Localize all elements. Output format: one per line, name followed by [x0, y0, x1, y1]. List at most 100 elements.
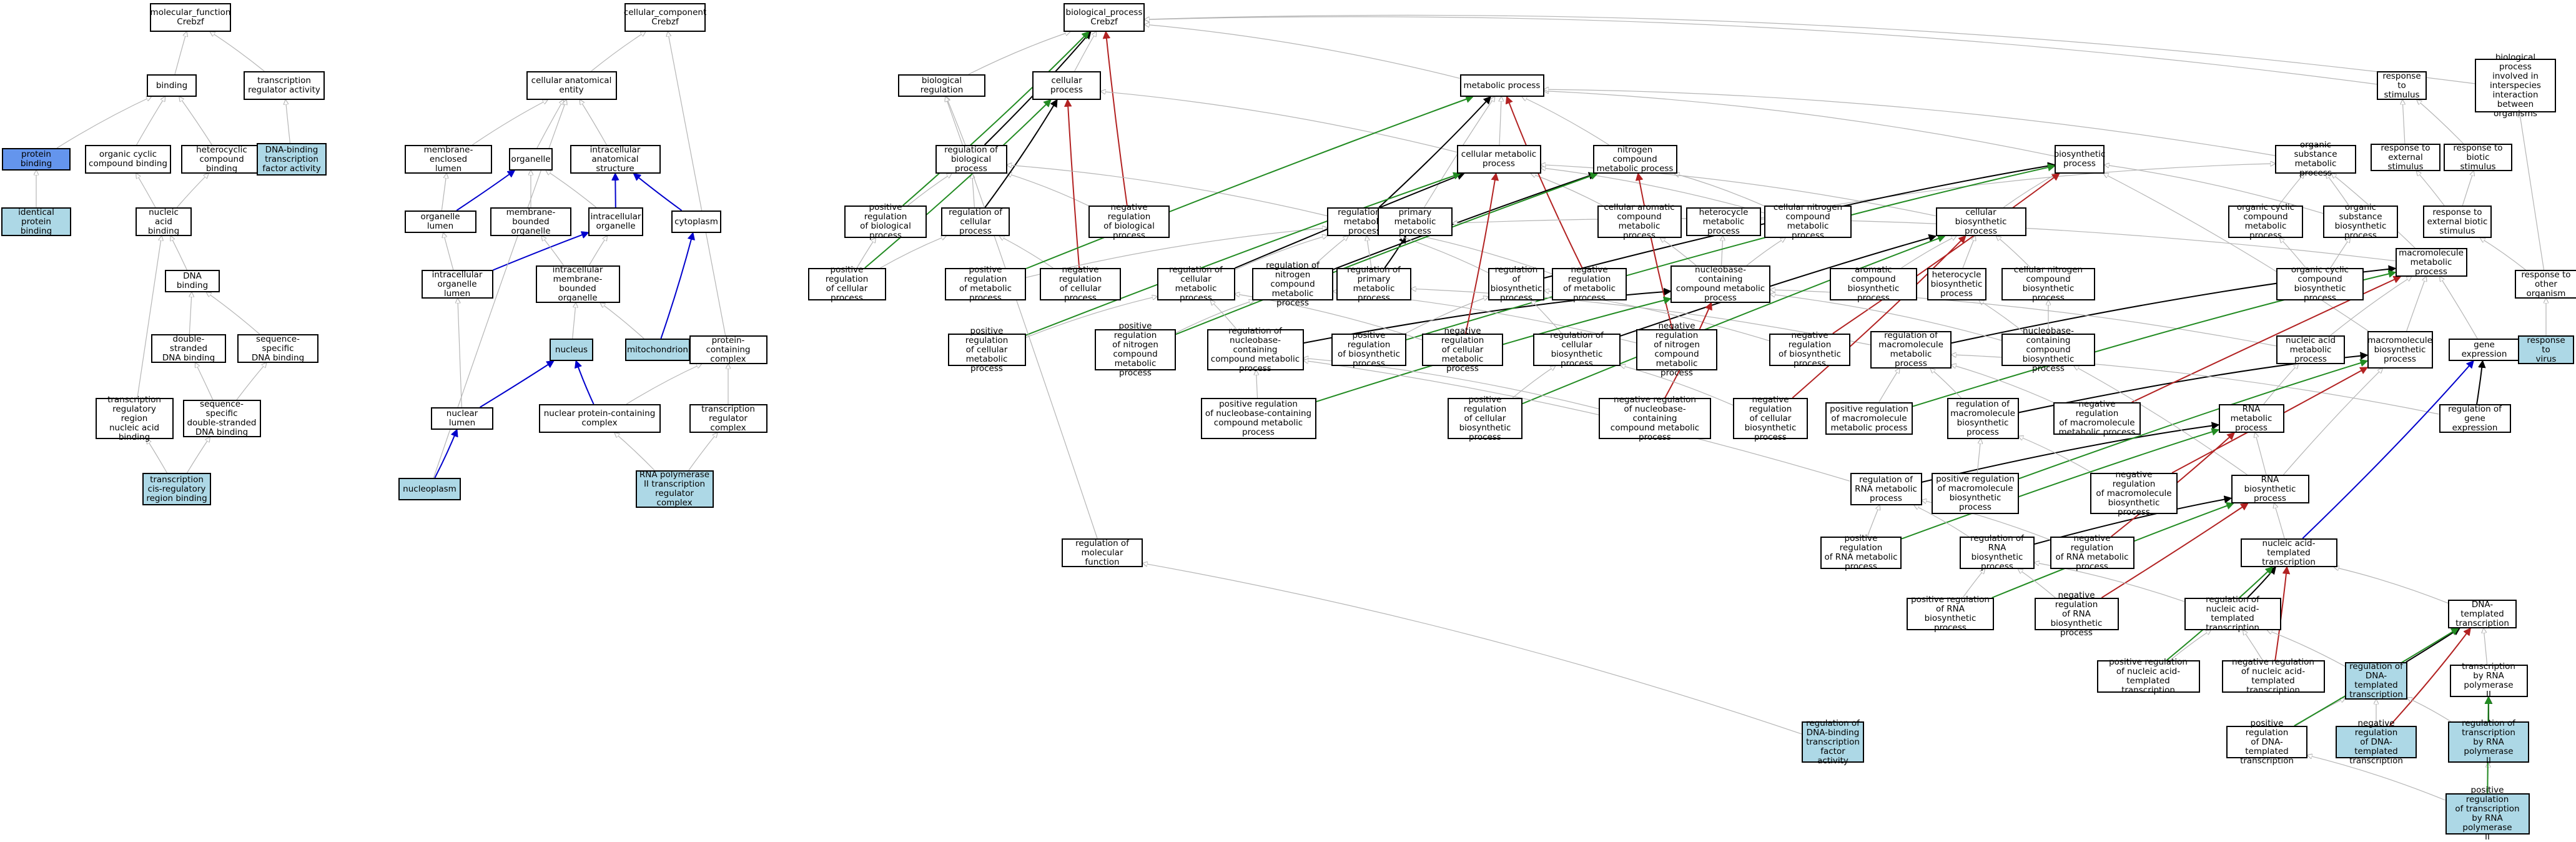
go-term-dna-binding-tf[interactable]: DNA-binding transcription factor activit…	[257, 143, 327, 176]
go-term-neg-reg-macromolecule-biosynthetic[interactable]: negative regulation of macromolecule bio…	[2090, 470, 2178, 517]
go-term-pos-reg-metabolic[interactable]: positive regulation of metabolic process	[945, 265, 1026, 303]
go-term-cis-reg-binding[interactable]: transcription cis-regulatory region bind…	[142, 473, 211, 505]
go-term-pos-reg-macromolecule-biosynthetic[interactable]: positive regulation of macromolecule bio…	[1932, 473, 2019, 514]
go-term-bio-reg[interactable]: biological regulation	[898, 74, 985, 97]
go-term-cellular-biosynthetic[interactable]: cellular biosynthetic process	[1935, 207, 2026, 236]
go-term-metabolic-process[interactable]: metabolic process	[1459, 74, 1544, 97]
go-term-macromolecule-metabolic[interactable]: macromolecule metabolic process	[2395, 248, 2467, 277]
go-term-pos-reg-nitrogen[interactable]: positive regulation of nitrogen compound…	[1095, 322, 1176, 378]
go-term-reg-transcription-rnap2[interactable]: regulation of transcription by RNA polym…	[2448, 718, 2529, 765]
go-term-intracellular-org-lumen[interactable]: intracellular organelle lumen	[421, 270, 493, 299]
go-term-pos-reg-rna-biosynthetic[interactable]: positive regulation of RNA biosynthetic …	[1907, 595, 1994, 633]
go-term-pos-reg-macromolecule-metabolic[interactable]: positive regulation of macromolecule met…	[1825, 402, 1913, 435]
go-term-neg-reg-dna-templated[interactable]: negative regulation of DNA-templated tra…	[2336, 718, 2417, 765]
go-term-cell-arom-metabolic[interactable]: cellular aromatic compound metabolic pro…	[1597, 203, 1682, 240]
go-term-reg-rna-metabolic[interactable]: regulation of RNA metabolic process	[1850, 473, 1922, 505]
go-term-organic-cyclic-biosynthetic[interactable]: organic cyclic compound biosynthetic pro…	[2276, 265, 2364, 303]
go-term-reg-gene-expression[interactable]: regulation of gene expression	[2439, 404, 2511, 433]
go-term-seq-ds-dna-binding[interactable]: sequence-specific double-stranded DNA bi…	[182, 400, 261, 437]
go-term-identical-protein-binding[interactable]: identical protein binding	[1, 207, 71, 236]
go-term-organic-subst-metabolic[interactable]: organic substance metabolic process	[2275, 141, 2356, 178]
go-term-biosynthetic[interactable]: biosynthetic process	[2054, 145, 2105, 174]
go-term-neg-reg-bio-process[interactable]: negative regulation of biological proces…	[1088, 203, 1170, 240]
go-term-arom-biosynthetic[interactable]: aromatic compound biosynthetic process	[1830, 265, 1917, 303]
go-term-response-stimulus[interactable]: response to stimulus	[2377, 71, 2427, 100]
go-term-nucleobase-metabolic[interactable]: nucleobase-containing compound metabolic…	[1670, 265, 1770, 303]
go-term-pos-reg-na-templated[interactable]: positive regulation of nucleic acid-temp…	[2096, 658, 2200, 695]
go-term-cytoplasm[interactable]: cytoplasm	[671, 210, 721, 233]
go-term-nucleic-acid-metabolic[interactable]: nucleic acid metabolic process	[2276, 335, 2345, 364]
go-term-reg-bio-process[interactable]: regulation of biological process	[935, 145, 1007, 174]
go-term-reg-macromolecule-metabolic[interactable]: regulation of macromolecule metabolic pr…	[1870, 331, 1952, 369]
go-term-pos-reg-bio-process[interactable]: positive regulation of biological proces…	[844, 203, 927, 240]
go-term-protein-containing-complex[interactable]: protein-containing complex	[689, 335, 767, 364]
go-term-macromolecule-biosynthetic[interactable]: macromolecule biosynthetic process	[2367, 331, 2433, 369]
go-term-cell-anat-entity[interactable]: cellular anatomical entity	[526, 71, 617, 100]
go-term-reg-molecular-function[interactable]: regulation of molecular function	[1062, 538, 1143, 567]
go-term-reg-biosynthetic[interactable]: regulation of biosynthetic process	[1488, 265, 1544, 303]
go-term-gene-expression[interactable]: gene expression	[2448, 339, 2520, 361]
go-term-pos-reg-nucleobase[interactable]: positive regulation of nucleobase-contai…	[1200, 398, 1316, 439]
go-term-pos-reg-transcription-rnap2[interactable]: positive regulation of transcription by …	[2445, 786, 2530, 842]
go-term-transcription-rnap2[interactable]: transcription by RNA polymerase II	[2449, 662, 2528, 700]
go-term-heterocycle-metabolic[interactable]: heterocycle metabolic process	[1686, 207, 1761, 236]
go-term-neg-reg-cellular-process[interactable]: negative regulation of cellular process	[1040, 265, 1121, 303]
go-term-cellular-metabolic[interactable]: cellular metabolic process	[1456, 145, 1541, 174]
go-term-intracellular-org[interactable]: intracellular organelle	[588, 207, 643, 236]
go-term-neg-reg-biosynthetic[interactable]: negative regulation of biosynthetic proc…	[1769, 331, 1850, 369]
go-term-ds-dna-binding[interactable]: double-stranded DNA binding	[151, 334, 226, 363]
go-term-cell-nitrogen-metabolic[interactable]: cellular nitrogen compound metabolic pro…	[1764, 203, 1852, 240]
go-term-nucleoplasm[interactable]: nucleoplasm	[398, 478, 461, 500]
go-term-response-ext-stim[interactable]: response to external stimulus	[2371, 143, 2440, 171]
go-term-membrane-lumen[interactable]: membrane-enclosed lumen	[405, 145, 492, 174]
go-term-neg-reg-nitrogen[interactable]: negative regulation of nitrogen compound…	[1636, 322, 1717, 378]
go-term-response-virus[interactable]: response to virus	[2518, 335, 2574, 364]
go-term-reg-primary-metabolic[interactable]: regulation of primary metabolic process	[1336, 265, 1411, 303]
go-term-pos-reg-biosynthetic[interactable]: positive regulation of biosynthetic proc…	[1331, 331, 1406, 369]
go-term-organic-cyclic-binding[interactable]: organic cyclic compound binding	[85, 145, 171, 174]
go-term-reg-na-templated[interactable]: regulation of nucleic acid-templated tra…	[2184, 595, 2281, 633]
go-term-neg-reg-metabolic[interactable]: negative regulation of metabolic process	[1552, 265, 1627, 303]
go-term-rna-biosynthetic[interactable]: RNA biosynthetic process	[2231, 475, 2309, 503]
go-term-organic-subst-biosynthetic[interactable]: organic substance biosynthetic process	[2323, 203, 2398, 240]
go-term-trans-reg-region[interactable]: transcription regulatory region nucleic …	[95, 395, 174, 442]
go-term-heterocycle-biosynthetic[interactable]: heterocycle biosynthetic process	[1927, 268, 1986, 300]
go-term-reg-dna-binding-tf[interactable]: regulation of DNA-binding transcription …	[1802, 718, 1864, 765]
go-term-interspecies[interactable]: biological process involved in interspec…	[2475, 52, 2556, 118]
go-term-mitochondrion[interactable]: mitochondrion	[625, 339, 690, 361]
go-term-reg-cellular-process[interactable]: regulation of cellular process	[941, 207, 1010, 236]
go-term-heterocyclic-binding[interactable]: heterocyclic compound binding	[181, 145, 262, 174]
go-term-neg-reg-cell-metabolic[interactable]: negative regulation of cellular metaboli…	[1422, 326, 1503, 373]
go-term-seq-dna-binding[interactable]: sequence-specific DNA binding	[237, 334, 318, 363]
go-term-organelle-lumen[interactable]: organelle lumen	[404, 210, 476, 233]
go-term-trans-reg-act[interactable]: transcription regulator activity	[244, 71, 325, 100]
go-term-reg-cell-biosynthetic[interactable]: regulation of cellular biosynthetic proc…	[1533, 331, 1621, 369]
go-term-primary-metabolic[interactable]: primary metabolic process	[1378, 207, 1453, 236]
go-term-na-templated-transcription[interactable]: nucleic acid-templated transcription	[2240, 538, 2337, 567]
go-term-bp[interactable]: biological_process Crebzf	[1063, 3, 1145, 32]
go-term-cellular-process[interactable]: cellular process	[1032, 71, 1101, 100]
go-term-reg-rna-biosynthetic[interactable]: regulation of RNA biosynthetic process	[1960, 534, 2035, 572]
go-term-neg-reg-cell-biosynthetic[interactable]: negative regulation of cellular biosynth…	[1733, 395, 1808, 442]
go-term-nuclear-protein-complex[interactable]: nuclear protein-containing complex	[538, 404, 661, 433]
go-term-response-other-org[interactable]: response to other organism	[2515, 270, 2576, 299]
go-term-neg-reg-rna-biosynthetic[interactable]: negative regulation of RNA biosynthetic …	[2034, 590, 2119, 637]
go-term-reg-nitrogen-metabolic[interactable]: regulation of nitrogen compound metaboli…	[1252, 260, 1333, 307]
go-term-neg-reg-nucleobase[interactable]: negative regulation of nucleobase-contai…	[1599, 395, 1711, 442]
go-term-pos-reg-rna-metabolic[interactable]: positive regulation of RNA metabolic pro…	[1820, 534, 1902, 572]
go-term-membrane-bounded-org[interactable]: membrane-bounded organelle	[490, 207, 571, 236]
go-term-nucleobase-biosynthetic[interactable]: nucleobase-containing compound biosynthe…	[2001, 326, 2095, 373]
go-term-intracellular-struct[interactable]: intracellular anatomical structure	[570, 145, 661, 174]
go-term-intracellular-mb-org[interactable]: intracellular membrane-bounded organelle	[535, 265, 620, 303]
go-term-protein-binding[interactable]: protein binding	[2, 148, 71, 171]
go-term-response-ext-biotic[interactable]: response to external biotic stimulus	[2423, 206, 2492, 238]
go-term-response-biotic[interactable]: response to biotic stimulus	[2444, 143, 2512, 171]
go-term-nucleus[interactable]: nucleus	[550, 339, 593, 361]
go-term-organic-cyclic-metabolic[interactable]: organic cyclic compound metabolic proces…	[2228, 203, 2303, 240]
go-term-organelle[interactable]: organelle	[509, 148, 553, 171]
go-term-nuclear-lumen[interactable]: nuclear lumen	[431, 407, 493, 430]
go-term-trans-reg-complex[interactable]: transcription regulator complex	[689, 404, 767, 433]
go-term-nucleic-acid-binding[interactable]: nucleic acid binding	[136, 207, 192, 236]
go-term-pos-reg-cell-biosynthetic[interactable]: positive regulation of cellular biosynth…	[1448, 395, 1522, 442]
go-term-cell-nitrogen-biosynthetic[interactable]: cellular nitrogen compound biosynthetic …	[2001, 265, 2095, 303]
